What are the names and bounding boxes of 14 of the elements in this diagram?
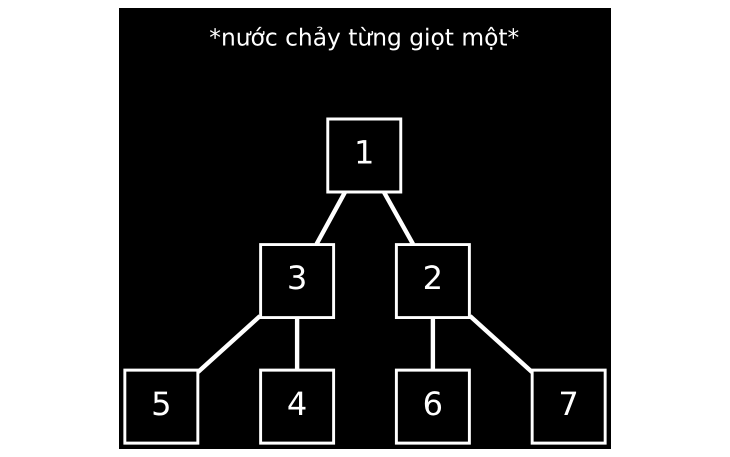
connector	[430, 318, 436, 370]
label: *nước chảy từng giọt một*	[209, 24, 520, 52]
connector	[294, 318, 300, 370]
node-box: 3	[259, 243, 336, 320]
node-box: 5	[123, 368, 200, 445]
node-box: 7	[530, 368, 607, 445]
node-box: 1	[326, 118, 402, 194]
node-box: 2	[394, 243, 471, 320]
node-box: 4	[259, 368, 336, 445]
connector	[314, 191, 347, 246]
connector	[382, 191, 415, 246]
node-box: 6	[394, 368, 471, 445]
connector	[196, 314, 262, 374]
connector	[468, 314, 534, 374]
